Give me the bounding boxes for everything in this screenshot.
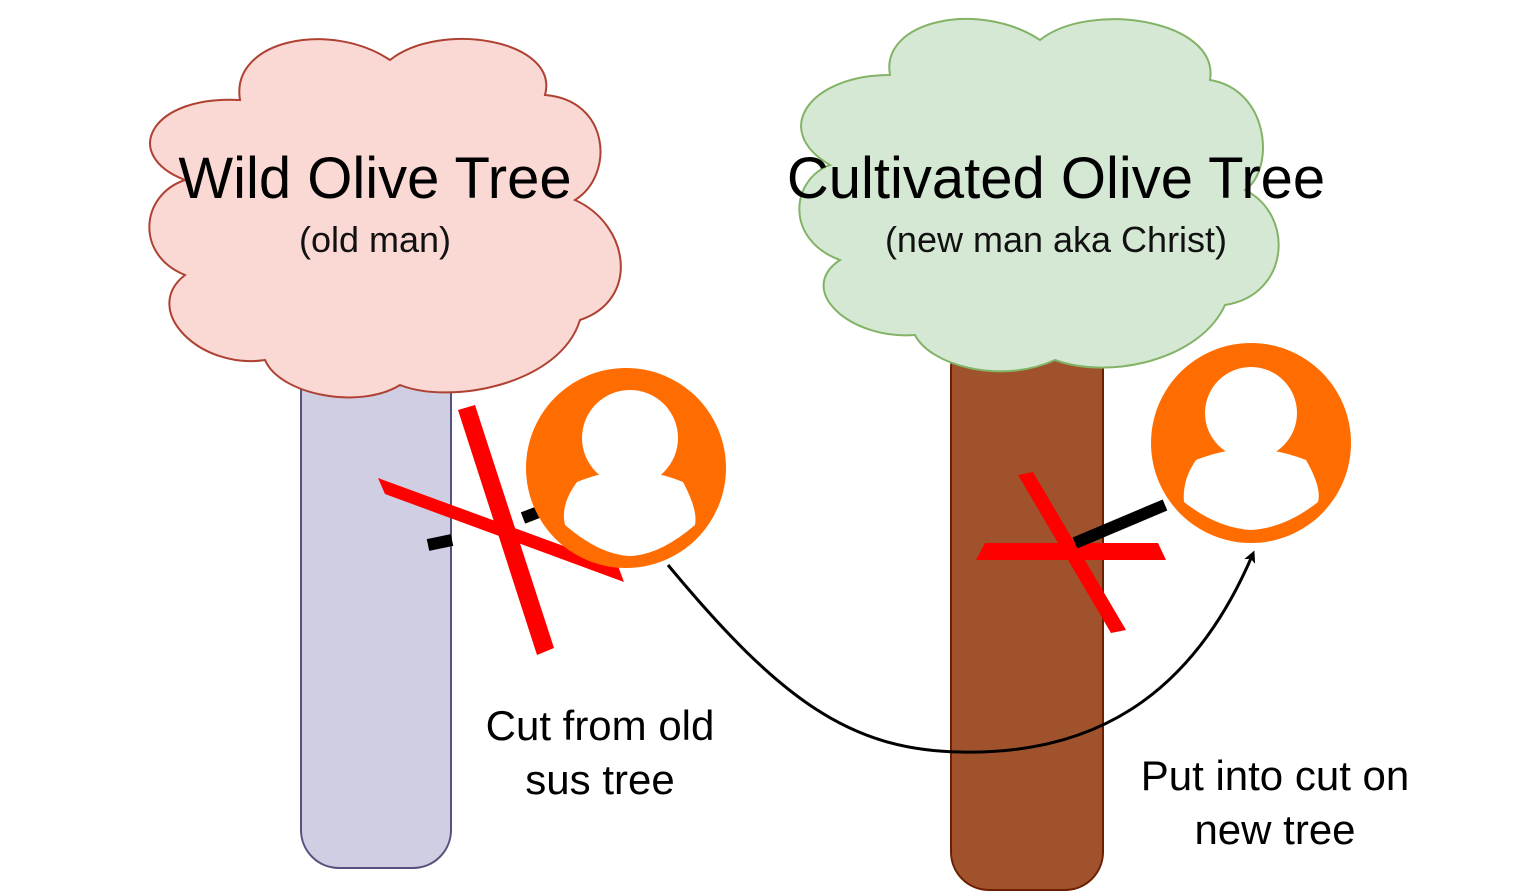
cut-from-caption-line2: sus tree (525, 756, 674, 803)
wild-tree-trunk (300, 339, 452, 869)
wild-branch-stub-left (426, 534, 454, 551)
wild-tree-title: Wild Olive Tree (178, 146, 571, 211)
cultivated-cut-mark-stroke-2 (976, 543, 1166, 560)
cultivated-tree-trunk (950, 329, 1104, 891)
wild-tree-canopy (148, 37, 622, 399)
wild-cut-mark-stroke-2 (378, 478, 624, 582)
cut-from-caption-line1: Cut from old (486, 702, 715, 749)
put-into-caption-line1: Put into cut on (1141, 752, 1410, 799)
grafted-person-new (1151, 343, 1351, 543)
cultivated-branch-graft (1072, 499, 1168, 549)
transfer-arrow (666, 550, 1256, 754)
cultivated-tree-canopy (798, 17, 1280, 373)
put-into-caption-line2: new tree (1194, 806, 1355, 853)
cultivated-tree-subtitle: (new man aka Christ) (885, 219, 1227, 260)
cultivated-tree-title: Cultivated Olive Tree (787, 146, 1325, 211)
wild-tree-subtitle: (old man) (299, 219, 451, 260)
grafted-person-old (526, 368, 726, 568)
